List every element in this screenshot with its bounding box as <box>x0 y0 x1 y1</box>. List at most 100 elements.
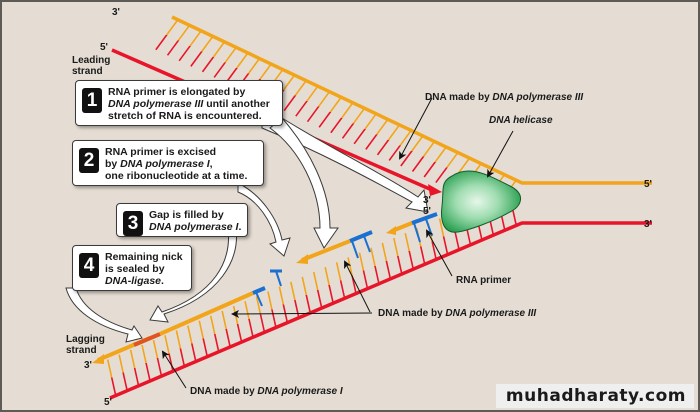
rna-primer-1-rung <box>255 291 263 307</box>
step-3-line-2-rest: . <box>238 221 242 233</box>
step-4-line-2: is sealed by <box>105 263 165 275</box>
step-4-line-3: DNA-ligase. <box>105 275 183 287</box>
callout-arrow-step1 <box>261 117 429 213</box>
lower-base-pair <box>358 252 369 289</box>
annotation-pol3-lagging-enzyme: DNA polymerase III <box>445 308 536 319</box>
lagging-arrowhead-1 <box>92 354 104 364</box>
upper-base-pair <box>341 107 366 139</box>
label-bottom-5prime: 5' <box>104 397 112 408</box>
okazaki-fragment-2 <box>301 239 351 262</box>
lower-base-pair <box>175 330 186 367</box>
pointer-arrows <box>161 97 514 389</box>
lower-base-pair <box>209 315 220 352</box>
label-leading-strand-1: Leading <box>72 55 110 66</box>
pointer-helicase <box>487 130 514 178</box>
annotation-pol1: DNA made by DNA polymerase I <box>190 386 343 397</box>
lower-base-pair <box>312 271 323 309</box>
lower-base-pair <box>393 237 403 275</box>
lower-base-pair <box>381 242 392 280</box>
upper-base-pair <box>376 124 401 156</box>
label-right-5prime: 5' <box>644 179 652 190</box>
lower-base-pair <box>221 310 231 348</box>
upper-base-pair <box>155 19 179 51</box>
step-2-line-2-pre: by <box>105 158 121 170</box>
lower-base-pair <box>438 218 449 255</box>
lower-base-pair <box>301 276 312 314</box>
label-bottom-3prime: 3' <box>84 360 92 371</box>
annotation-pol3-lagging: DNA made by DNA polymerase III <box>378 308 536 319</box>
watermark: muhadharaty.com <box>495 384 694 408</box>
excised-ribonucleotide-stem <box>275 270 282 287</box>
pointer-rna-primer <box>426 229 453 277</box>
rna-primer-3 <box>411 212 438 225</box>
callout-arrows <box>65 117 429 343</box>
upper-base-pair <box>283 80 307 112</box>
rna-primer-2-rung-a <box>351 240 359 259</box>
callout-arrow-step1-down <box>269 117 339 249</box>
upper-base-pair <box>318 96 342 128</box>
label-top-3prime: 3' <box>112 7 120 18</box>
step-number-1: 1 <box>82 88 102 113</box>
lower-base-pair <box>370 247 380 284</box>
lower-base-pair <box>244 301 254 338</box>
leading-strand-arrowhead <box>428 184 442 196</box>
lower-base-pair <box>129 349 140 387</box>
step-text-4: Remaining nick is sealed by DNA-ligase. <box>105 251 183 287</box>
step-1-line-2-rest: until another <box>203 98 270 110</box>
lower-base-pair <box>278 286 289 323</box>
pointer-pol3-lagging-a <box>231 309 373 318</box>
upper-base-pair <box>190 35 214 67</box>
upper-base-pair <box>166 24 191 56</box>
upper-base-pair <box>201 41 226 73</box>
pol1-segment <box>133 332 161 347</box>
step-1-enzyme: DNA polymerase III <box>108 98 204 110</box>
label-top-5prime: 5' <box>100 42 108 53</box>
lower-base-pair <box>198 320 209 357</box>
lower-base-pair <box>152 339 163 377</box>
lower-base-pair <box>404 233 415 270</box>
step-4-line-3-rest: . <box>161 275 164 287</box>
step-2-line-3: one ribonucleotide at a time. <box>105 170 248 182</box>
upper-base-pair <box>423 146 447 178</box>
step-box-3: 3 Gap is filled by DNA polymerase I. <box>116 203 248 237</box>
step-3-enzyme: DNA polymerase I <box>149 221 239 233</box>
rna-primer-1 <box>252 286 266 295</box>
step-box-4: 4 Remaining nick is sealed by DNA-ligase… <box>72 245 192 291</box>
lower-base-pair <box>141 344 151 382</box>
callout-arrow-step2 <box>237 182 291 257</box>
annotation-pol1-enzyme: DNA polymerase I <box>257 386 342 397</box>
step-text-2: RNA primer is excised by DNA polymerase … <box>105 146 247 182</box>
lagging-okazaki-fragments <box>92 212 438 364</box>
annotation-pol3-leading-prefix: DNA made by <box>425 92 492 103</box>
annotation-pol1-prefix: DNA made by <box>190 386 257 397</box>
step-1-line-2: DNA polymerase III until another <box>108 98 270 110</box>
annotation-pol3-leading: DNA made by DNA polymerase III <box>425 92 583 103</box>
step-box-2: 2 RNA primer is excised by DNA polymeras… <box>72 140 264 186</box>
upper-base-pair <box>306 91 331 123</box>
lower-base-pair <box>290 281 300 318</box>
upper-base-pair <box>365 118 389 150</box>
step-1-line-3: stretch of RNA is encountered. <box>108 110 262 122</box>
lower-base-pair <box>255 296 266 333</box>
lower-base-pair <box>187 325 197 362</box>
step-number-4: 4 <box>79 253 99 278</box>
annotation-helicase: DNA helicase <box>489 115 553 126</box>
rna-primer-3-rung-b <box>425 218 433 237</box>
label-lagging-strand-1: Lagging <box>66 334 105 345</box>
lower-base-pair <box>324 267 334 304</box>
okazaki-fragment-1b <box>159 291 254 336</box>
upper-base-pair <box>411 141 436 172</box>
step-2-line-2-rest: , <box>209 158 213 170</box>
upper-base-pair <box>400 135 424 167</box>
dna-helicase-shape <box>441 170 521 233</box>
callout-arrow-step4 <box>65 287 143 343</box>
step-4-enzyme: DNA-ligase <box>105 275 162 287</box>
step-number-2: 2 <box>79 148 99 173</box>
label-fork-3prime: 3' <box>423 195 431 206</box>
lower-base-pair <box>106 359 117 396</box>
step-3-line-1: Gap is filled by <box>149 209 224 221</box>
upper-base-pair <box>388 129 412 161</box>
step-number-3: 3 <box>123 211 143 236</box>
annotation-pol3-leading-enzyme: DNA polymerase III <box>492 92 583 103</box>
